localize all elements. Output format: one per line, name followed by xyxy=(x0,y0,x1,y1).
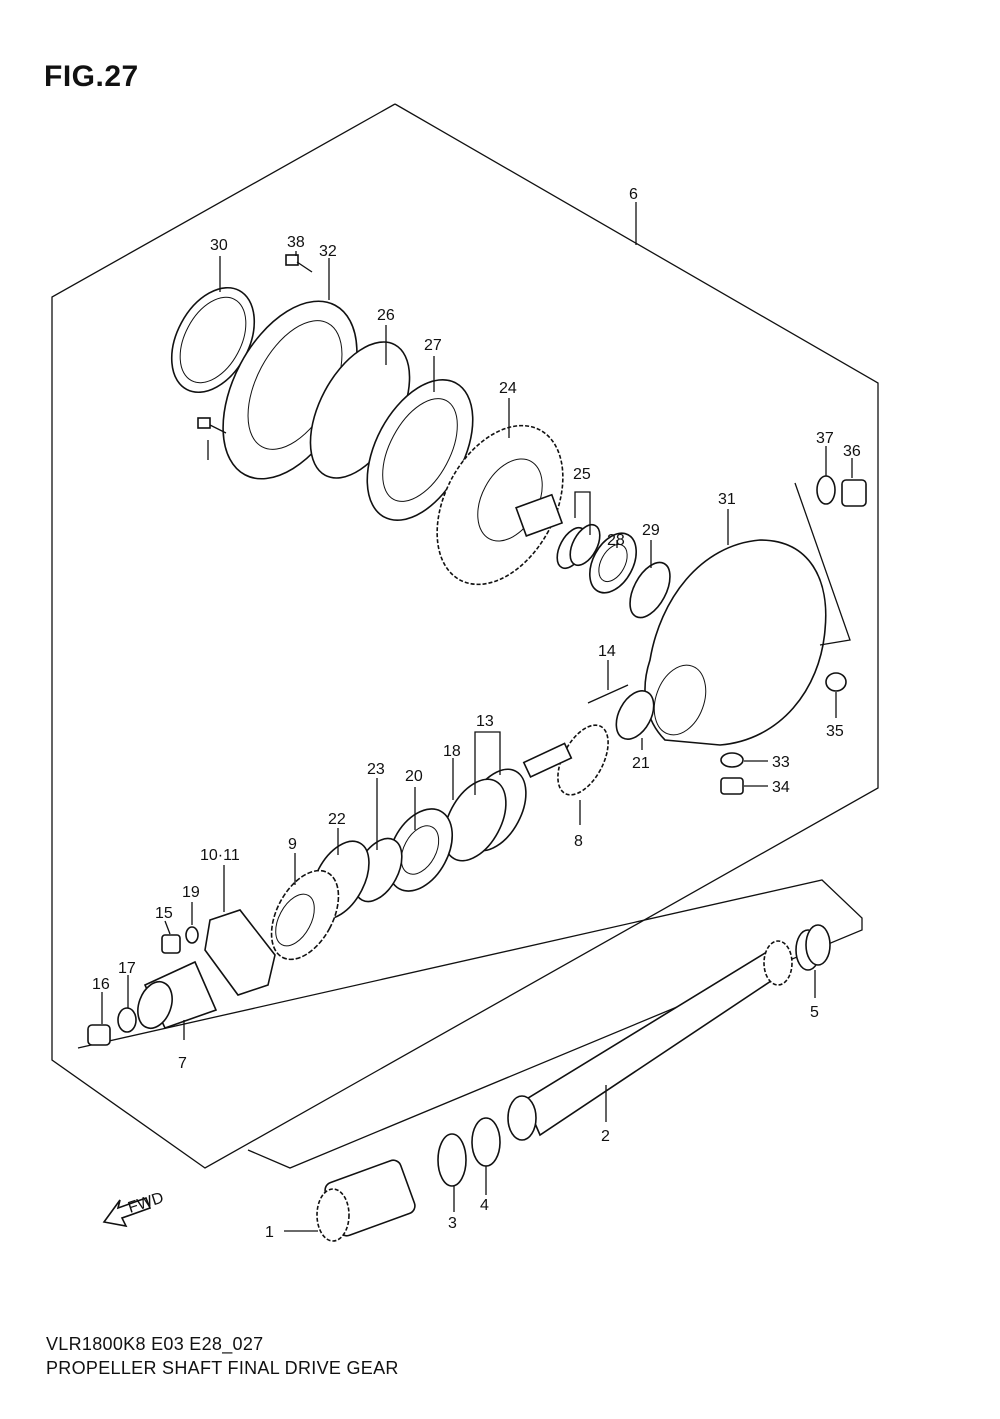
callout-1: 1 xyxy=(265,1224,274,1241)
callout-28: 29 xyxy=(642,522,660,539)
callout-9: 9 xyxy=(288,836,297,853)
callout-29: 30 xyxy=(210,237,228,254)
callout-14: 15 xyxy=(155,905,173,922)
part-2-propeller-shaft xyxy=(507,940,793,1141)
leader-lines xyxy=(101,202,853,1232)
part-36-o-ring xyxy=(816,475,836,505)
part-19-bearing xyxy=(386,808,454,892)
part-10-11-gasket xyxy=(204,909,276,996)
part-20-bearing xyxy=(615,690,655,740)
callout-35: 36 xyxy=(843,443,861,460)
part-33-plug xyxy=(720,777,744,795)
callout-6: 6 xyxy=(629,186,638,203)
fwd-label: FWD xyxy=(126,1189,166,1216)
part-4-circlip xyxy=(471,1117,501,1167)
callout-25: 26 xyxy=(377,307,395,324)
callout-17: 18 xyxy=(443,743,461,760)
part-37-bolt xyxy=(285,254,313,273)
callout-5: 5 xyxy=(810,1004,819,1021)
callout-21: 22 xyxy=(328,811,346,828)
part-1-universal-joint xyxy=(316,1159,416,1242)
figure-title: FIG.27 xyxy=(44,60,139,93)
part-14-bolt xyxy=(161,934,181,954)
callout-23: 24 xyxy=(499,380,517,397)
figure-caption: PROPELLER SHAFT FINAL DRIVE GEAR xyxy=(46,1358,399,1378)
callout-26: 27 xyxy=(424,337,442,354)
callout-8: 8 xyxy=(574,833,583,850)
part-7-coupling xyxy=(137,960,218,1030)
callout-2: 2 xyxy=(601,1128,610,1145)
part-35-plug xyxy=(841,479,867,507)
callout-34: 35 xyxy=(826,723,844,740)
callout-37: 38 xyxy=(287,234,305,251)
callout-24: 25 xyxy=(573,466,591,483)
part-3-washer xyxy=(437,1133,467,1187)
callout-32: 33 xyxy=(772,754,790,771)
part-32-washer xyxy=(720,752,744,768)
assembly-outline xyxy=(51,103,879,1169)
callout-27: 28 xyxy=(607,532,625,549)
callout-7: 7 xyxy=(178,1055,187,1072)
callout-30: 31 xyxy=(718,491,736,508)
callout-18: 19 xyxy=(182,884,200,901)
callout-4: 4 xyxy=(480,1197,489,1214)
part-13-stud xyxy=(587,684,629,704)
callout-22: 23 xyxy=(367,761,385,778)
part-5-circlip xyxy=(795,924,831,971)
part-16-washer xyxy=(117,1007,137,1033)
part-30-gear-case xyxy=(644,539,827,746)
part-38-bolt xyxy=(197,417,227,434)
callout-19: 20 xyxy=(405,768,423,785)
callout-labels: 6 30 38 32 26 27 24 25 28 29 31 37 36 14… xyxy=(92,186,861,1241)
part-9-bearing-housing xyxy=(270,869,340,961)
callout-3: 3 xyxy=(448,1215,457,1232)
part-23-ring-gear xyxy=(436,424,564,586)
part-15-nut xyxy=(87,1024,111,1046)
part-24-shims xyxy=(556,523,601,570)
part-8-pinion-gear xyxy=(522,724,609,796)
callout-31: 32 xyxy=(319,243,337,260)
callout-13: 14 xyxy=(598,643,616,660)
callout-10-11: 10·11 xyxy=(200,847,240,864)
fwd-arrow-icon xyxy=(102,1196,152,1228)
part-28-race xyxy=(629,561,671,619)
part-27-bearing xyxy=(589,532,637,594)
callout-36: 37 xyxy=(816,430,834,447)
callout-20: 21 xyxy=(632,755,650,772)
part-17-o-ring xyxy=(443,778,507,862)
shaft-assembly-outline xyxy=(77,879,863,1169)
callout-12: 13 xyxy=(476,713,494,730)
callout-15: 16 xyxy=(92,976,110,993)
callout-16: 17 xyxy=(118,960,136,977)
part-18-washer xyxy=(185,926,199,944)
callout-33: 34 xyxy=(772,779,790,796)
model-code: VLR1800K8 E03 E28_027 xyxy=(46,1334,264,1354)
part-34-bolt xyxy=(825,672,847,692)
